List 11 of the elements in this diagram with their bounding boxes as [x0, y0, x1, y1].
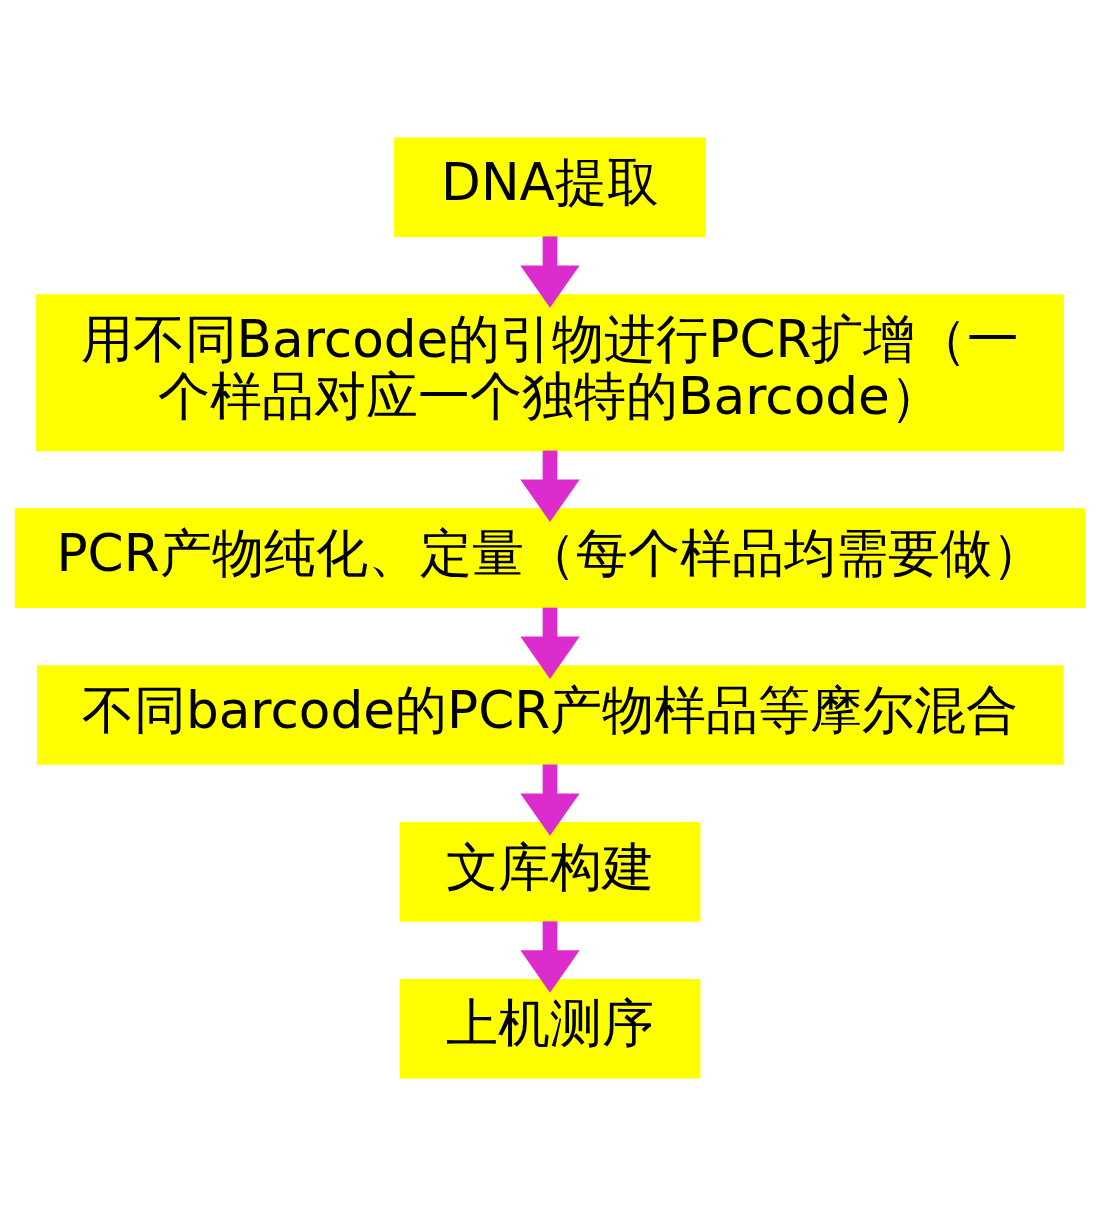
arrow [520, 920, 580, 993]
node-box: 上机测序 [399, 978, 701, 1079]
node-box: PCR产物纯化、定量（每个样品均需要做） [14, 507, 1086, 608]
node-box: 文库构建 [399, 821, 701, 922]
node-box: 用不同Barcode的引物进行PCR扩增（一个样品对应一个独特的Barcode） [36, 293, 1064, 451]
arrow [520, 450, 580, 522]
node-box: 不同barcode的PCR产物样品等摩尔混合 [37, 664, 1063, 765]
arrow [520, 764, 580, 836]
arrow [520, 607, 580, 679]
node-box: DNA提取 [394, 136, 706, 237]
arrow [520, 235, 580, 308]
